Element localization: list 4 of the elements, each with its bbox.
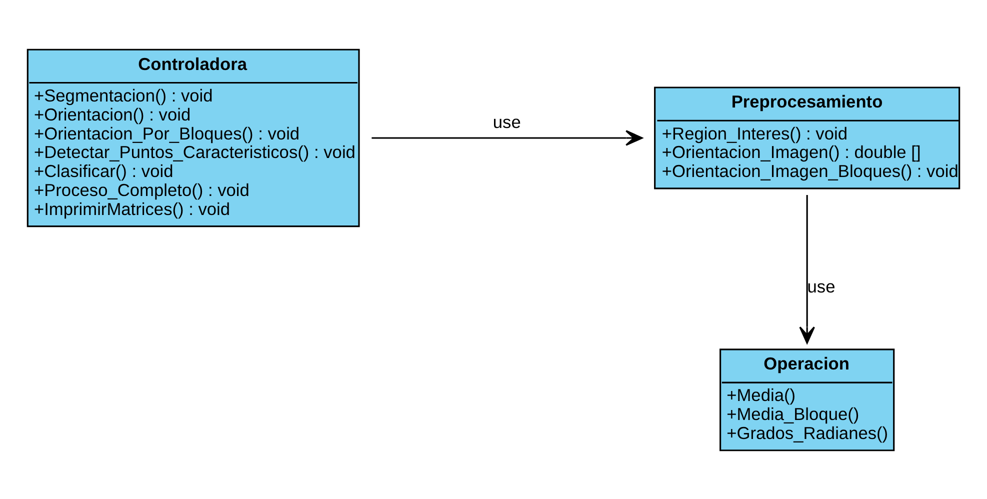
arrow [799,194,815,344]
edge-label: use [492,112,521,132]
edge-label: use [807,276,836,296]
arrow [372,130,643,146]
